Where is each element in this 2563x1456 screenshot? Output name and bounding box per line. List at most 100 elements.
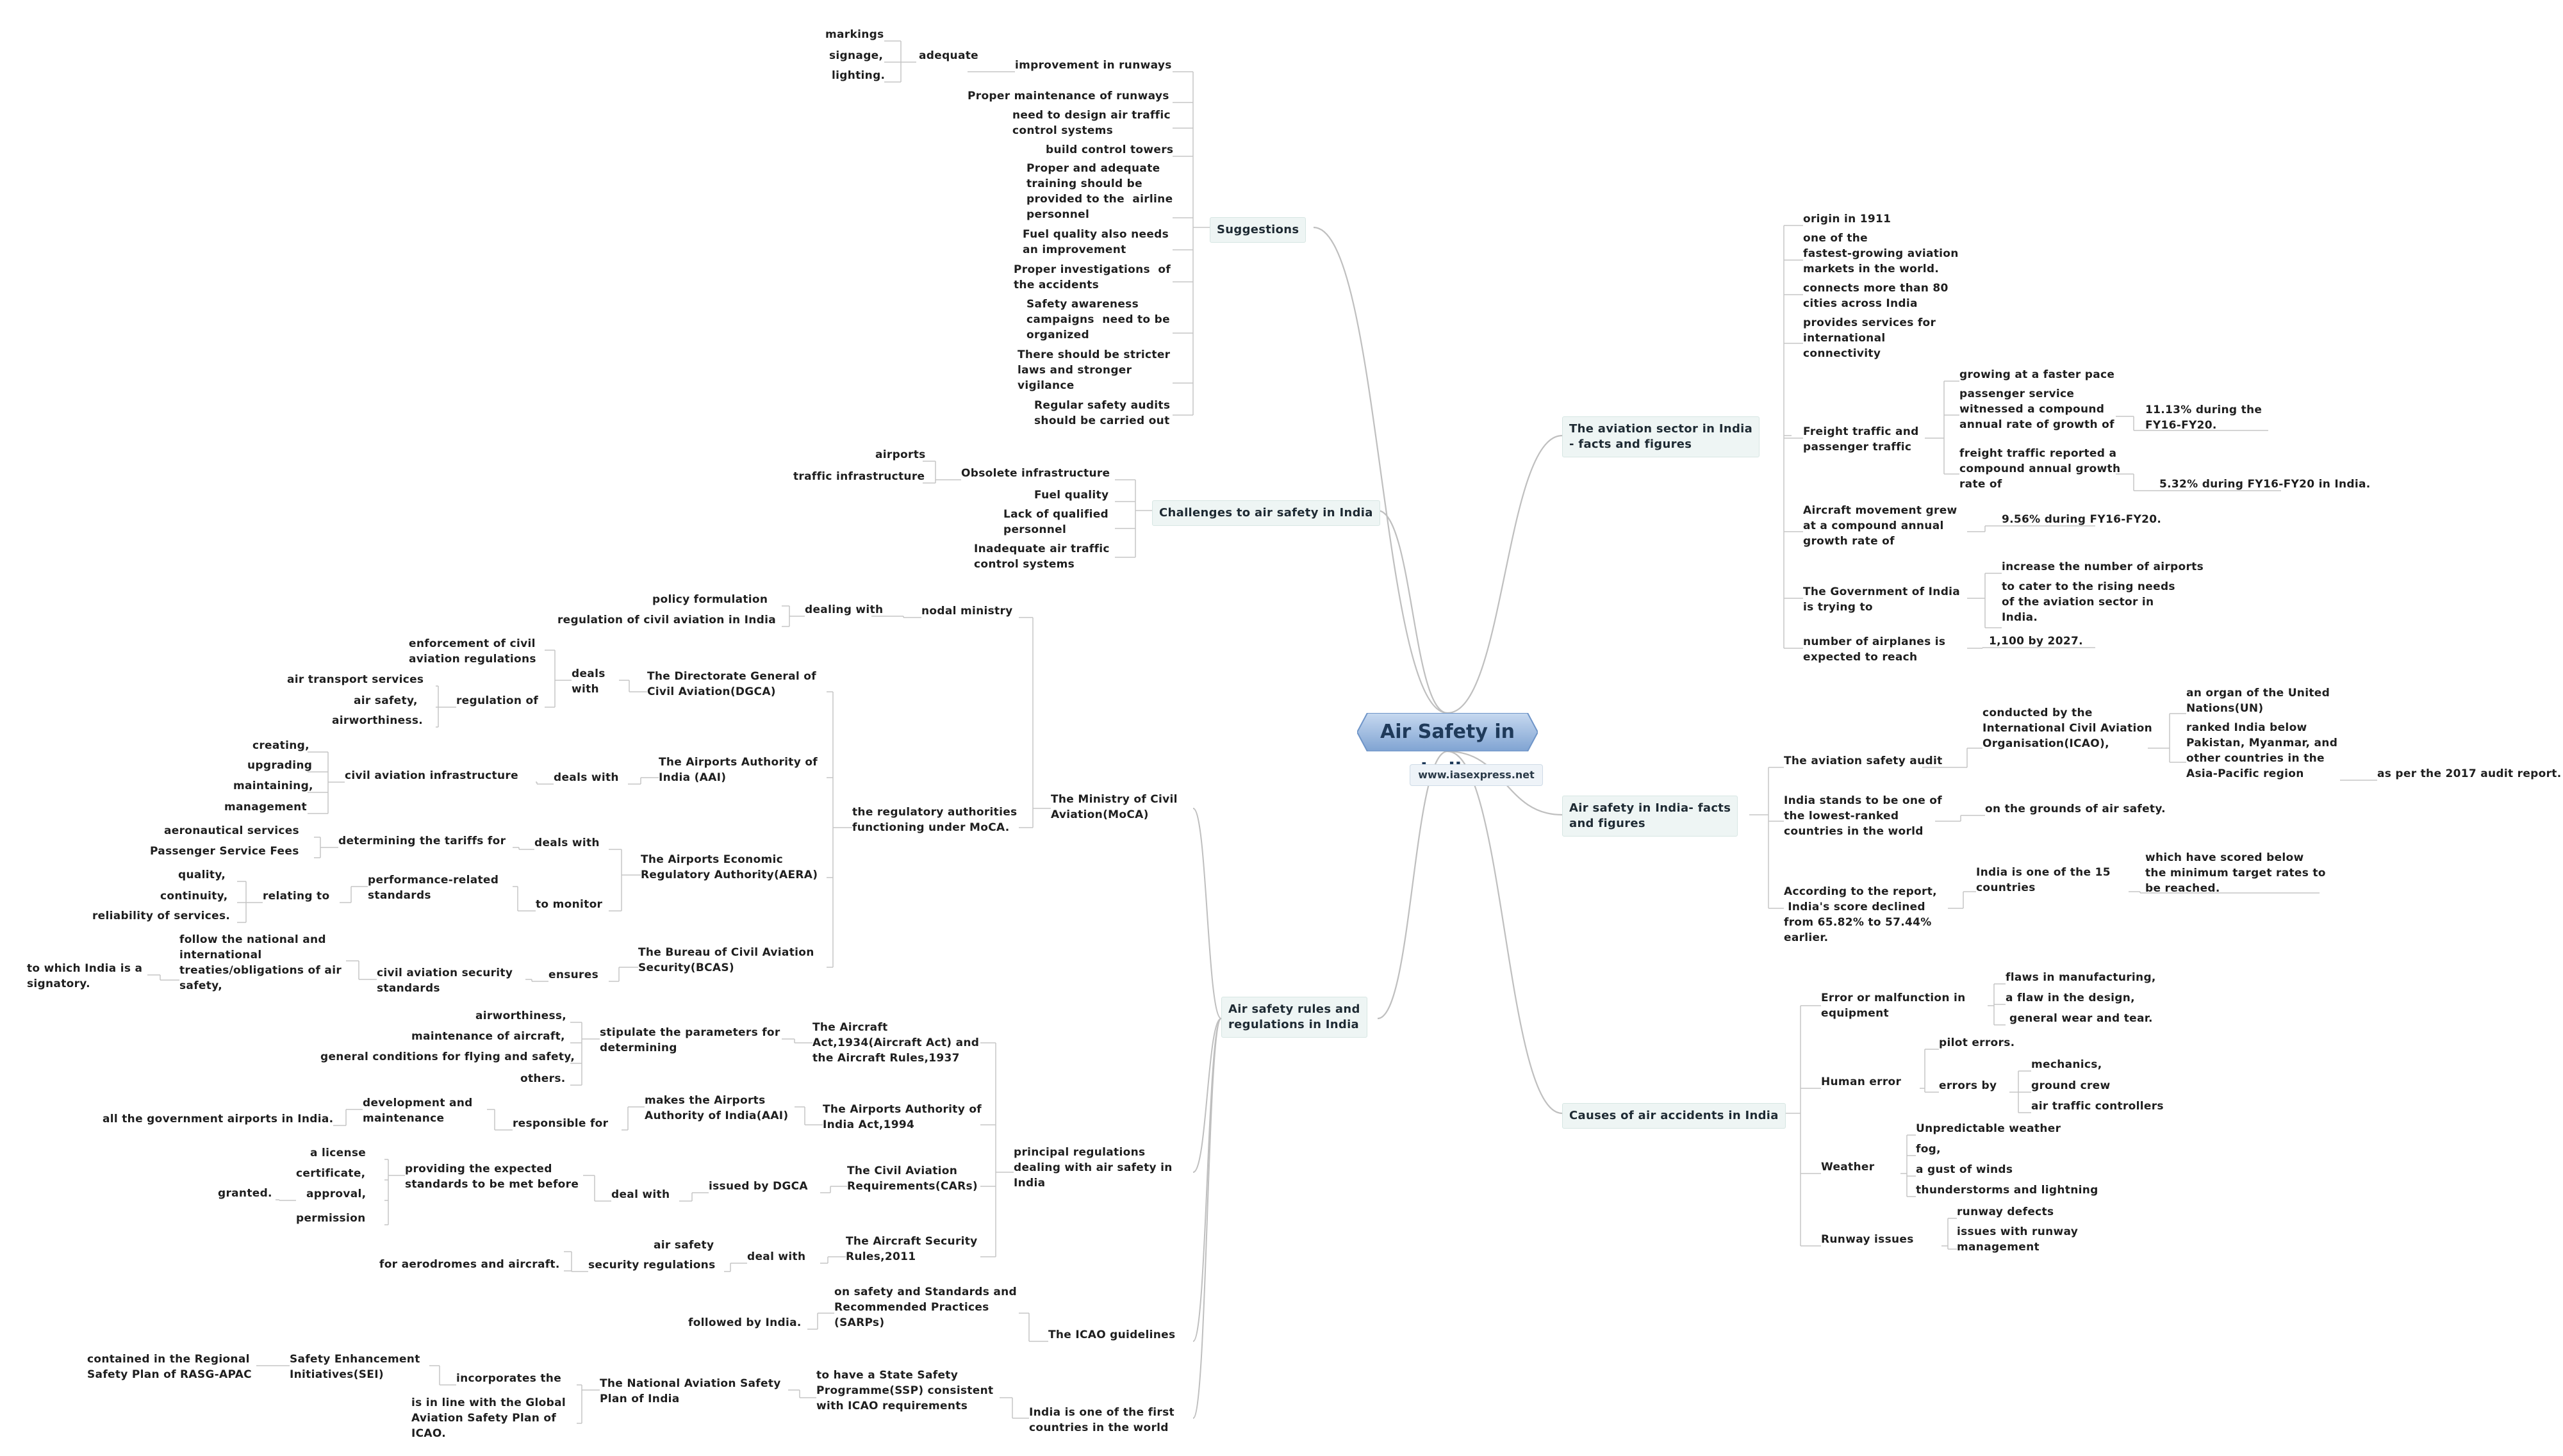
node-maintaining[interactable]: maintaining, <box>233 780 313 792</box>
node-lighting[interactable]: lighting. <box>832 69 886 82</box>
node-movement-rate[interactable]: 9.56% during FY16-FY20. <box>2002 513 2162 526</box>
node-management[interactable]: management <box>224 801 307 814</box>
node-regulation-of[interactable]: regulation of <box>456 694 539 707</box>
node-runway-maintenance[interactable]: Proper maintenance of runways <box>968 90 1169 102</box>
node-airplanes-2027[interactable]: 1,100 by 2027. <box>1989 635 2083 648</box>
node-aerodromes-aircraft[interactable]: for aerodromes and aircraft. <box>379 1258 560 1271</box>
node-fog[interactable]: fog, <box>1916 1143 1941 1156</box>
topic-causes-accidents[interactable]: Causes of air accidents in India <box>1562 1103 1786 1129</box>
node-air-traffic-controllers[interactable]: air traffic controllers <box>2031 1100 2164 1113</box>
node-enforcement[interactable]: enforcement of civil aviation regulation… <box>409 637 536 666</box>
node-dgca-deals-with[interactable]: deals with <box>572 667 606 696</box>
node-connects-80-cities[interactable]: connects more than 80 cities across Indi… <box>1803 282 1949 310</box>
node-aircraft-act-1934[interactable]: The Aircraft Act,1934(Aircraft Act) and … <box>812 1021 980 1065</box>
node-runway-management[interactable]: issues with runway management <box>1957 1225 2079 1254</box>
node-organ-un[interactable]: an organ of the United Nations(UN) <box>2186 687 2330 715</box>
node-reliability[interactable]: reliability of services. <box>92 910 231 922</box>
node-sarps[interactable]: on safety and Standards and Recommended … <box>834 1286 1018 1329</box>
node-unpredictable-weather[interactable]: Unpredictable weather <box>1916 1122 2061 1135</box>
node-incorporates[interactable]: incorporates the <box>456 1372 562 1385</box>
node-granted[interactable]: granted. <box>218 1187 272 1200</box>
node-aai[interactable]: The Airports Authority of India (AAI) <box>659 756 818 784</box>
node-to-monitor[interactable]: to monitor <box>536 898 603 911</box>
node-training[interactable]: Proper and adequate training should be p… <box>1026 162 1173 221</box>
node-bcas-ensures[interactable]: ensures <box>548 969 598 981</box>
node-continuity[interactable]: continuity, <box>160 890 228 903</box>
node-air-transport-services[interactable]: air transport services <box>287 673 424 686</box>
node-obsolete-infrastructure[interactable]: Obsolete infrastructure <box>961 467 1110 480</box>
node-upgrading[interactable]: upgrading <box>247 759 313 772</box>
node-flaws-manufacturing[interactable]: flaws in manufacturing, <box>2006 971 2156 984</box>
node-awareness[interactable]: Safety awareness campaigns need to be or… <box>1026 298 1170 341</box>
node-freight-reported[interactable]: freight traffic reported a compound annu… <box>1959 447 2121 491</box>
node-human-error[interactable]: Human error <box>1821 1076 1902 1088</box>
node-atc-design[interactable]: need to design air traffic control syste… <box>1012 109 1171 137</box>
node-issued-by-dgca[interactable]: issued by DGCA <box>709 1180 808 1193</box>
node-dealing-with[interactable]: dealing with <box>805 603 884 616</box>
node-dgca[interactable]: The Directorate General of Civil Aviatio… <box>647 670 816 698</box>
node-regulatory-authorities[interactable]: the regulatory authorities functioning u… <box>852 806 1018 834</box>
node-aera[interactable]: The Airports Economic Regulatory Authori… <box>641 853 818 881</box>
node-follow-treaties[interactable]: follow the national and international tr… <box>179 933 342 992</box>
node-development-maintenance[interactable]: development and maintenance <box>363 1097 473 1125</box>
node-india-first-countries[interactable]: India is one of the first countries in t… <box>1029 1406 1174 1434</box>
node-regulation-civil-aviation[interactable]: regulation of civil aviation in India <box>557 614 777 626</box>
node-wear-tear[interactable]: general wear and tear. <box>2009 1012 2153 1025</box>
node-policy-formulation[interactable]: policy formulation <box>652 593 768 606</box>
node-aai-deals-with[interactable]: deals with <box>554 771 619 784</box>
node-increase-airports[interactable]: increase the number of airports <box>2002 560 2204 573</box>
node-performance-standards[interactable]: performance-related standards <box>368 874 499 902</box>
node-airworthiness-act[interactable]: airworthiness, <box>475 1010 567 1022</box>
node-ranked-below[interactable]: ranked India below Pakistan, Myanmar, an… <box>2186 721 2338 780</box>
node-air-safety-dgca[interactable]: air safety, <box>354 694 418 707</box>
node-nasp[interactable]: The National Aviation Safety Plan of Ind… <box>600 1377 781 1405</box>
node-stricter-laws[interactable]: There should be stricter laws and strong… <box>1018 348 1171 392</box>
node-passenger-service-fees[interactable]: Passenger Service Fees <box>150 845 299 858</box>
node-number-airplanes[interactable]: number of airplanes is expected to reach <box>1803 635 1946 664</box>
node-cars[interactable]: The Civil Aviation Requirements(CARs) <box>847 1165 978 1193</box>
node-equipment-error[interactable]: Error or malfunction in equipment <box>1821 992 1966 1020</box>
node-responsible-for[interactable]: responsible for <box>513 1117 609 1130</box>
node-security-standards[interactable]: civil aviation security standards <box>377 967 513 995</box>
node-security-regulations[interactable]: security regulations <box>588 1259 716 1272</box>
topic-challenges[interactable]: Challenges to air safety in India <box>1152 500 1380 526</box>
node-govt-trying[interactable]: The Government of India is trying to <box>1803 585 1961 614</box>
node-sei[interactable]: Safety Enhancement Initiatives(SEI) <box>290 1353 420 1381</box>
node-relating-to[interactable]: relating to <box>263 890 330 903</box>
node-origin-1911[interactable]: origin in 1911 <box>1803 213 1891 225</box>
node-pilot-errors[interactable]: pilot errors. <box>1939 1036 2015 1049</box>
topic-air-safety-facts[interactable]: Air safety in India- facts and figures <box>1562 796 1738 837</box>
node-providing-standards[interactable]: providing the expected standards to be m… <box>405 1163 579 1191</box>
node-errors-by[interactable]: errors by <box>1939 1079 1997 1092</box>
node-weather[interactable]: Weather <box>1821 1161 1875 1174</box>
node-maintenance-of-aircraft[interactable]: maintenance of aircraft, <box>411 1030 565 1043</box>
node-qualified-personnel[interactable]: Lack of qualified personnel <box>1003 508 1109 536</box>
node-general-conditions[interactable]: general conditions for flying and safety… <box>320 1051 575 1063</box>
node-faster-pace[interactable]: growing at a faster pace <box>1959 368 2115 381</box>
node-one-of-15-countries[interactable]: India is one of the 15 countries <box>1976 866 2111 894</box>
node-determining-tariffs[interactable]: determining the tariffs for <box>338 835 506 847</box>
node-icao-guidelines[interactable]: The ICAO guidelines <box>1048 1329 1176 1341</box>
node-cars-deal-with[interactable]: deal with <box>611 1188 670 1201</box>
node-all-government-airports[interactable]: all the government airports in India. <box>103 1113 334 1125</box>
node-aera-deals-with[interactable]: deals with <box>534 837 600 849</box>
node-fastest-growing[interactable]: one of the fastest-growing aviation mark… <box>1803 232 1959 275</box>
node-aircraft-movement[interactable]: Aircraft movement grew at a compound ann… <box>1803 504 1957 548</box>
node-adequate[interactable]: adequate <box>919 49 978 62</box>
node-lowest-ranked[interactable]: India stands to be one of the lowest-ran… <box>1784 794 1942 838</box>
node-investigations[interactable]: Proper investigations of the accidents <box>1014 263 1171 291</box>
node-cater-rising-needs[interactable]: to cater to the rising needs of the avia… <box>2002 580 2175 624</box>
node-audit-report-2017[interactable]: as per the 2017 audit report. <box>2377 767 2562 780</box>
node-grounds-air-safety[interactable]: on the grounds of air safety. <box>1985 803 2166 815</box>
node-makes-aai[interactable]: makes the Airports Authority of India(AA… <box>645 1094 789 1122</box>
node-principal-regulations[interactable]: principal regulations dealing with air s… <box>1014 1146 1173 1190</box>
node-permission[interactable]: permission <box>296 1212 366 1225</box>
topic-aviation-sector[interactable]: The aviation sector in India - facts and… <box>1562 416 1760 457</box>
node-airports[interactable]: airports <box>875 448 926 461</box>
topic-suggestions[interactable]: Suggestions <box>1210 217 1306 243</box>
node-signatory[interactable]: to which India is a signatory. <box>27 962 143 990</box>
node-gust-winds[interactable]: a gust of winds <box>1916 1163 2013 1176</box>
node-security-rules-2011[interactable]: The Aircraft Security Rules,2011 <box>846 1235 978 1263</box>
node-freight-passenger[interactable]: Freight traffic and passenger traffic <box>1803 425 1919 454</box>
topic-rules-regulations[interactable]: Air safety rules and regulations in Indi… <box>1221 997 1367 1038</box>
